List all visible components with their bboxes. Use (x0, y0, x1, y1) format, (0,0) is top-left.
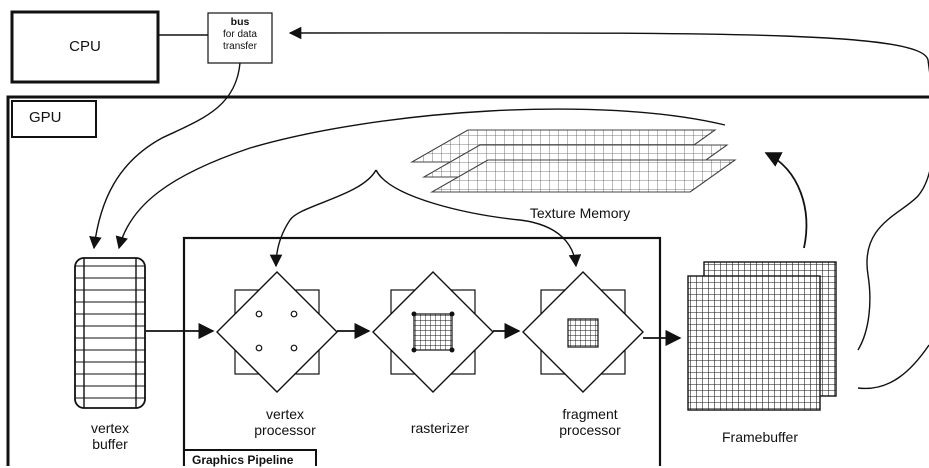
vertex-buffer-line1: vertex (90, 420, 130, 436)
graphics-pipeline-label: Graphics Pipeline (192, 453, 294, 467)
bus-desc-line1: for data (223, 28, 257, 40)
arrow-texture-to-vprocessor (269, 169, 377, 268)
rasterizer-icon (372, 271, 494, 393)
arrow-framebuffer-to-bus (288, 26, 929, 351)
fragment-processor-line2: processor (559, 422, 621, 439)
arrow-gpu-loop-to-vertex-buffer (115, 108, 726, 250)
vertex-buffer-label: vertex buffer (70, 420, 150, 452)
bus-box (207, 12, 273, 64)
texture-memory-layers (410, 129, 737, 193)
fragment-processor-line1: fragment (562, 406, 618, 422)
gpu-label-box (11, 100, 97, 138)
vertex-processor-line1: vertex (265, 406, 305, 422)
bus-desc-line2: transfer (223, 40, 257, 52)
vertex-processor-line2: processor (254, 422, 316, 439)
texture-memory-label: Texture Memory (529, 205, 631, 221)
arrow-framebuffer-to-texture (764, 152, 808, 249)
fragment-processor-label: fragment processor (540, 406, 640, 438)
vertex-processor-label: vertex processor (235, 406, 335, 438)
arrow-bus-to-vertex-buffer (89, 62, 241, 250)
gpu-label: GPU (29, 109, 62, 127)
arrow-texture-to-fprocessor (375, 169, 582, 268)
cpu-box (10, 10, 160, 84)
vertex-buffer-icon (74, 257, 146, 409)
vertex-processor-icon (216, 271, 338, 393)
rasterizer-label: rasterizer (410, 420, 470, 436)
gpu-box (6, 95, 929, 466)
fragment-processor-icon (522, 271, 644, 393)
framebuffer-label: Framebuffer (722, 429, 798, 445)
cpu-label: CPU (69, 38, 101, 56)
graphics-pipeline-label-box (183, 449, 317, 466)
vertex-buffer-line2: buffer (92, 436, 128, 453)
framebuffer-icon (687, 261, 837, 411)
graphics-pipeline-box (182, 236, 662, 466)
framebuffer-output-curve (857, 344, 929, 390)
bus-title: bus (230, 16, 250, 28)
bus-label: bus for data transfer (208, 16, 272, 53)
